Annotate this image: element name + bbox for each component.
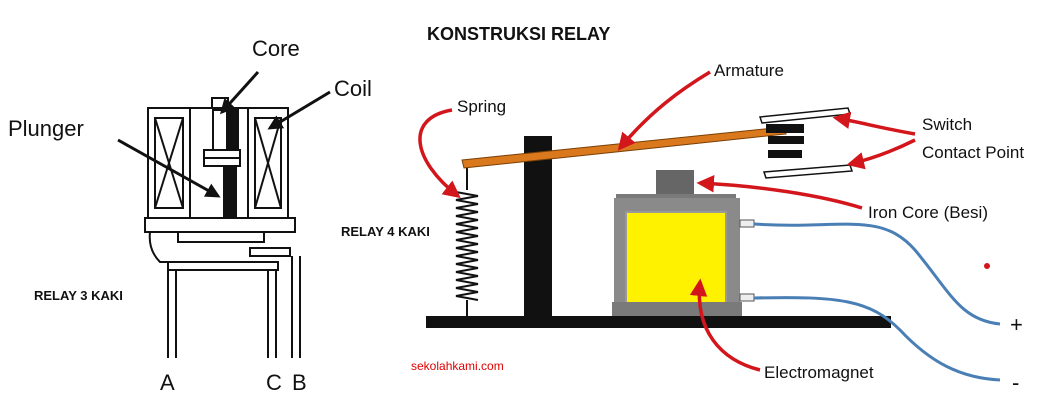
wire-positive	[753, 222, 1001, 326]
coil-arrow	[267, 90, 331, 130]
iron-core	[656, 170, 694, 196]
armature-bar	[461, 126, 787, 169]
relay-3-kaki-drawing	[144, 97, 301, 358]
watermark: sekolahkami.com	[411, 359, 504, 373]
label-terminal-a: A	[160, 370, 175, 395]
switch-arrow-lower	[846, 138, 916, 170]
caption-relay-4-kaki: RELAY 4 KAKI	[341, 224, 430, 239]
pivot-post	[524, 136, 552, 318]
spring	[455, 165, 479, 316]
base-plate	[426, 316, 891, 328]
label-terminal-c: C	[266, 370, 282, 395]
switch-arrow-upper	[832, 111, 916, 136]
iron-core-arrow	[696, 174, 863, 210]
plunger-arrow	[117, 138, 221, 198]
label-switch-line1: Switch	[922, 115, 972, 134]
caption-relay-3-kaki: RELAY 3 KAKI	[34, 288, 123, 303]
label-switch-line2: Contact Point	[922, 143, 1024, 162]
label-plunger: Plunger	[8, 116, 84, 141]
electromagnet-coil	[625, 211, 727, 305]
spring-arrow	[418, 108, 461, 199]
switch-contact-upper	[758, 107, 852, 144]
label-terminal-b: B	[292, 370, 307, 395]
label-plus: +	[1010, 312, 1023, 337]
plunger-rod	[223, 165, 237, 223]
red-dot	[984, 263, 990, 269]
left-leader-arrows	[117, 70, 331, 198]
plunger-body	[227, 107, 239, 149]
relay-4-kaki-drawing	[426, 107, 1001, 382]
core-arrow	[219, 70, 260, 115]
electromagnet-arrow	[689, 278, 761, 372]
label-iron-core: Iron Core (Besi)	[868, 203, 988, 222]
armature-arrow	[617, 70, 711, 151]
page-title: KONSTRUKSI RELAY	[427, 24, 610, 44]
label-spring: Spring	[457, 97, 506, 116]
wire-negative	[753, 296, 1001, 382]
label-minus: -	[1012, 370, 1019, 395]
label-electromagnet: Electromagnet	[764, 363, 874, 382]
label-armature: Armature	[714, 61, 784, 80]
label-core: Core	[252, 36, 300, 61]
core-body	[212, 109, 228, 151]
label-coil: Coil	[334, 76, 372, 101]
switch-contact-lower	[762, 150, 854, 179]
right-leader-arrows	[418, 70, 916, 372]
